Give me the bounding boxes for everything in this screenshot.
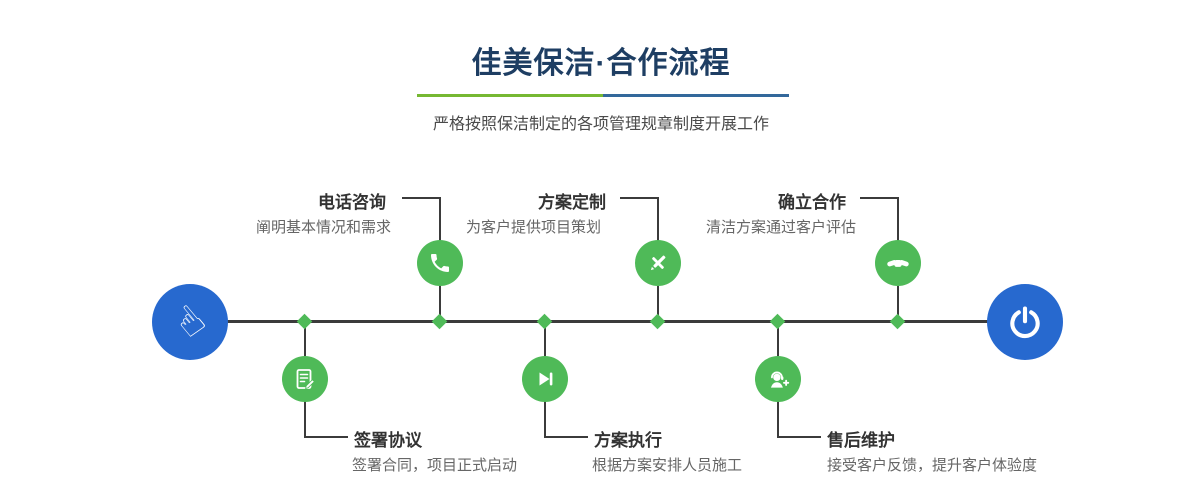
page-title: 佳美保洁·合作流程 [471, 47, 731, 80]
step-description: 为客户提供项目策划 [466, 219, 602, 236]
step-circle-phone [417, 240, 463, 286]
step-label: 确立合作 [778, 193, 846, 212]
timeline-node-diamond [536, 313, 553, 330]
timeline-node-diamond [431, 313, 448, 330]
connector-line [777, 401, 779, 438]
play-next-icon [539, 372, 553, 386]
step-description: 接受客户反馈，提升客户体验度 [827, 457, 1038, 474]
timeline-start-node: ☝ [152, 284, 228, 360]
step-description: 清洁方案通过客户评估 [706, 219, 857, 236]
connector-line [304, 322, 306, 356]
pointing-hand-icon: ☝ [165, 296, 215, 348]
handshake-icon [887, 259, 909, 267]
step-circle-cooperation [875, 240, 921, 286]
contract-icon [296, 369, 315, 389]
title-divider [417, 94, 789, 97]
phone-icon [431, 254, 449, 272]
step-label: 方案定制 [538, 193, 606, 212]
step-label: 签署协议 [354, 431, 422, 450]
connector-line [657, 286, 659, 322]
headset-icon [770, 371, 790, 388]
step-label: 方案执行 [594, 431, 662, 450]
connector-line [439, 286, 441, 322]
step-label: 售后维护 [827, 431, 895, 450]
connector-line [304, 401, 306, 438]
connector-line [544, 401, 546, 438]
step-description: 签署合同，项目正式启动 [352, 457, 518, 474]
power-icon [1010, 306, 1040, 339]
step-description: 阐明基本情况和需求 [256, 219, 392, 236]
step-circle-agreement [282, 356, 328, 402]
connector-line [777, 322, 779, 356]
step-description: 根据方案安排人员施工 [592, 457, 743, 474]
connector-line [544, 322, 546, 356]
connector-line [860, 197, 898, 199]
connector-line [657, 197, 659, 241]
pencil-ruler-icon [650, 255, 666, 271]
connector-line [620, 197, 658, 199]
timeline-node-diamond [296, 313, 313, 330]
connector-line [304, 436, 348, 438]
step-circle-aftersales [755, 356, 801, 402]
page-subtitle: 严格按照保洁制定的各项管理规章制度开展工作 [432, 116, 769, 133]
step-circle-plan [635, 240, 681, 286]
step-circle-execution [522, 356, 568, 402]
connector-line [402, 197, 440, 199]
timeline-node-diamond [889, 313, 906, 330]
timeline-node-diamond [649, 313, 666, 330]
timeline-line [190, 320, 1026, 323]
divider-green-segment [417, 94, 603, 97]
connector-line [897, 197, 899, 241]
connector-line [439, 197, 441, 241]
step-label: 电话咨询 [318, 193, 386, 212]
connector-line [897, 286, 899, 322]
connector-line [544, 436, 588, 438]
connector-line [777, 436, 821, 438]
timeline-end-node [987, 284, 1063, 360]
divider-blue-segment [603, 94, 789, 97]
timeline-node-diamond [769, 313, 786, 330]
